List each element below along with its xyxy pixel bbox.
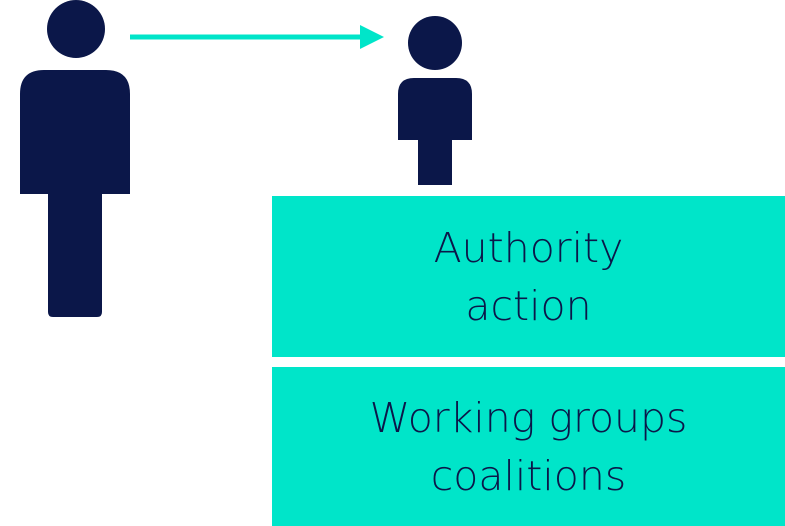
authority-action-label: Authority action	[434, 219, 624, 335]
small-person-icon	[398, 16, 472, 185]
arrow-right-icon	[130, 25, 384, 49]
working-groups-line-1: Working groups	[369, 393, 688, 442]
working-groups-line-2: coalitions	[430, 451, 627, 500]
authority-action-line-2: action	[465, 281, 592, 330]
authority-action-box: Authority action	[272, 196, 785, 357]
authority-action-line-1: Authority	[433, 223, 624, 272]
working-groups-label: Working groups coalitions	[370, 389, 688, 505]
working-groups-box: Working groups coalitions	[272, 367, 785, 526]
large-person-icon	[20, 0, 130, 317]
